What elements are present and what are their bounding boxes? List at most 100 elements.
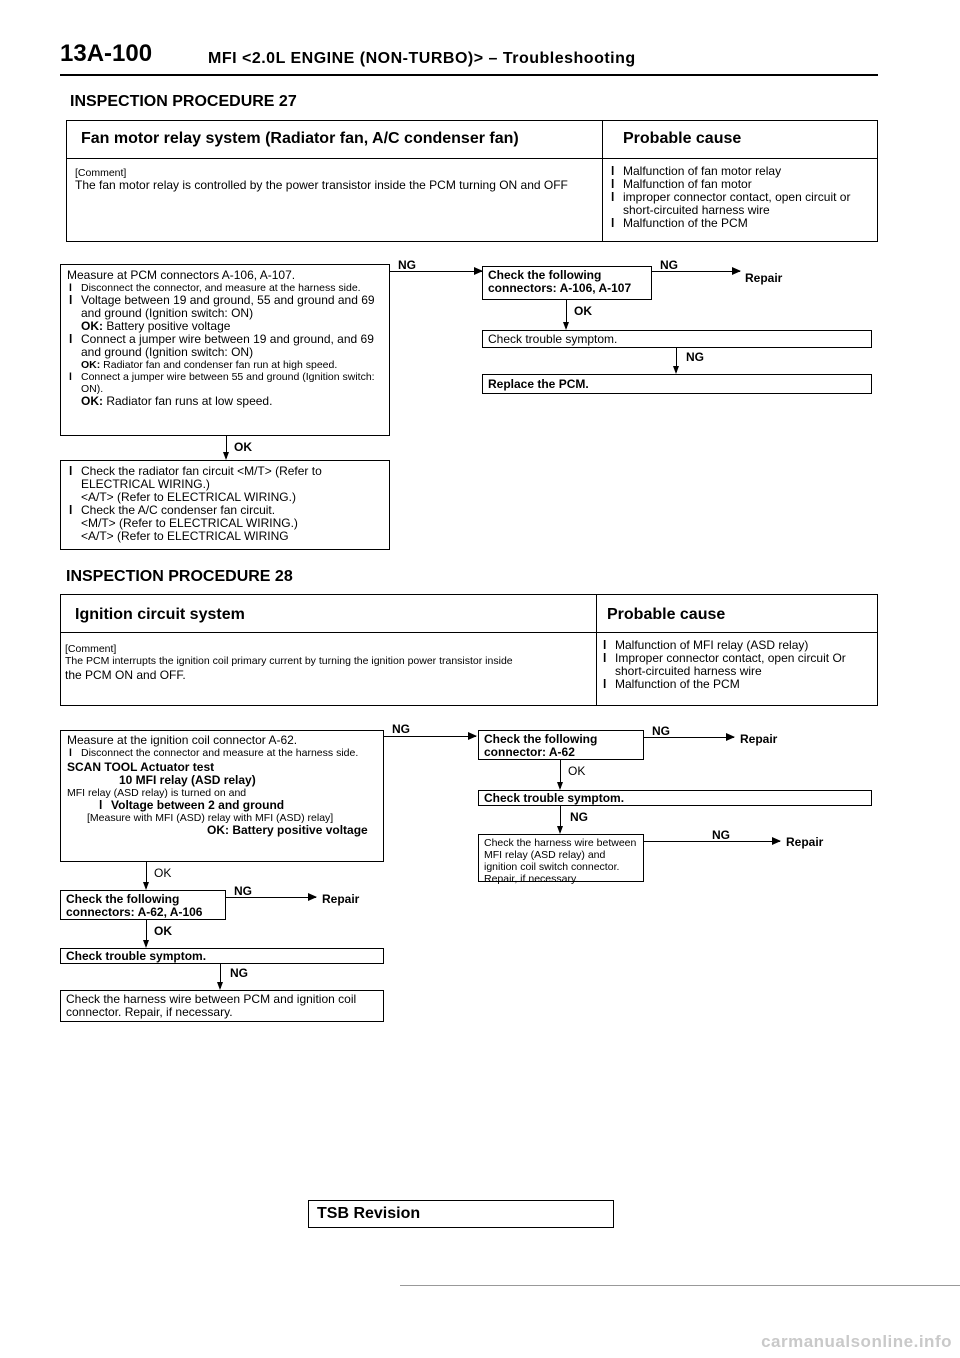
tsb-revision-box: TSB Revision bbox=[308, 1200, 614, 1228]
proc28-check-harness-pcm: Check the harness wire between PCM and i… bbox=[66, 992, 357, 1019]
proc27-comment-label: [Comment] bbox=[75, 167, 127, 179]
ok-label: OK bbox=[574, 304, 592, 318]
proc27-system-title: Fan motor relay system (Radiator fan, A/… bbox=[81, 130, 519, 147]
proc28-info-box: Ignition circuit system Probable cause [… bbox=[60, 594, 878, 706]
ok-label: OK: bbox=[81, 359, 101, 371]
flow-arrow bbox=[673, 348, 679, 374]
proc28-check-connector-box: Check the following connector: A-62 bbox=[478, 730, 644, 760]
flow-arrow bbox=[563, 300, 569, 330]
list-item: Connect a jumper wire between 19 and gro… bbox=[67, 333, 383, 359]
proc27-heading: INSPECTION PROCEDURE 27 bbox=[70, 93, 297, 110]
list-item: Malfunction of fan motor bbox=[609, 178, 875, 192]
list-item: Check the A/C condenser fan circuit. bbox=[67, 504, 383, 518]
list-item: Disconnect the connector and measure at … bbox=[67, 747, 377, 759]
ng-label: NG bbox=[398, 258, 416, 272]
list-item: <A/T> (Refer to ELECTRICAL WIRING.) bbox=[81, 490, 296, 504]
ok-value: Radiator fan and condenser fan run at hi… bbox=[103, 359, 338, 371]
ok-label: OK: bbox=[81, 394, 103, 408]
proc28-check-connectors: Check the following connectors: A-62, A-… bbox=[66, 892, 203, 919]
list-item: <M/T> (Refer to ELECTRICAL WIRING.) bbox=[81, 516, 298, 530]
list-item: Improper connector contact, open circuit… bbox=[601, 652, 873, 678]
flow-arrow bbox=[644, 837, 781, 845]
page-number: 13A-100 bbox=[60, 40, 153, 67]
ng-label: NG bbox=[652, 724, 670, 738]
ng-label: NG bbox=[230, 966, 248, 980]
proc28-comment-text: The PCM interrupts the ignition coil pri… bbox=[65, 655, 513, 667]
flow-arrow bbox=[143, 920, 149, 948]
ok-value: Radiator fan runs at low speed. bbox=[106, 394, 273, 408]
proc28-check-harness-relay-box: Check the harness wire between MFI relay… bbox=[478, 834, 644, 885]
proc27-cause-list: Malfunction of fan motor relay Malfuncti… bbox=[609, 165, 875, 231]
proc28-heading: INSPECTION PROCEDURE 28 bbox=[66, 568, 293, 585]
ok-label: OK: bbox=[207, 823, 229, 837]
proc27-check-connectors: Check the following connectors: A-106, A… bbox=[488, 268, 632, 295]
proc28-check-trouble-box-2: Check trouble symptom. bbox=[60, 948, 384, 964]
proc27-check-connectors-box: Check the following connectors: A-106, A… bbox=[482, 266, 652, 300]
proc28-measure-with: [Measure with MFI (ASD) relay with MFI (… bbox=[87, 812, 334, 824]
proc27-fan-circuit-box: Check the radiator fan circuit <M/T> (Re… bbox=[60, 460, 390, 550]
list-item: Voltage between 19 and ground, 55 and gr… bbox=[67, 294, 383, 320]
proc28-system-title: Ignition circuit system bbox=[75, 606, 245, 623]
flow-arrow bbox=[143, 862, 149, 890]
header-rule bbox=[60, 74, 878, 76]
ok-label: OK bbox=[234, 440, 252, 454]
watermark: carmanualsonline.info bbox=[761, 1332, 952, 1351]
list-item: Connect a jumper wire between 55 and gro… bbox=[67, 371, 383, 395]
proc28-comment-label: [Comment] bbox=[65, 643, 117, 655]
proc28-comment-text-2: the PCM ON and OFF. bbox=[65, 668, 186, 682]
flow-arrow bbox=[652, 267, 741, 275]
page-title: MFI <2.0L ENGINE (NON-TURBO)> – Troubles… bbox=[208, 50, 636, 67]
flow-arrow bbox=[557, 760, 563, 790]
flow-arrow bbox=[384, 732, 477, 740]
proc27-measure-title: Measure at PCM connectors A-106, A-107. bbox=[67, 268, 296, 282]
proc27-check-trouble: Check trouble symptom. bbox=[488, 332, 618, 346]
ng-label: NG bbox=[686, 350, 704, 364]
proc28-check-connectors-box: Check the following connectors: A-62, A-… bbox=[60, 890, 226, 920]
list-item: Disconnect the connector, and measure at… bbox=[67, 282, 383, 294]
proc28-scan-line: MFI relay (ASD relay) is turned on and bbox=[67, 787, 247, 799]
ok-value: Battery positive voltage bbox=[232, 823, 368, 837]
ok-label: OK bbox=[568, 764, 586, 778]
ok-value: Battery positive voltage bbox=[106, 319, 231, 333]
flow-arrow bbox=[226, 893, 317, 901]
proc28-check-harness-relay: Check the harness wire between MFI relay… bbox=[484, 837, 637, 885]
proc27-replace-pcm-box: Replace the PCM. bbox=[482, 374, 872, 394]
flow-arrow bbox=[644, 733, 735, 741]
proc28-probable-cause-title: Probable cause bbox=[607, 606, 726, 623]
proc28-repair-3: Repair bbox=[322, 892, 360, 906]
proc28-check-trouble-box-1: Check trouble symptom. bbox=[478, 790, 872, 806]
proc28-check-trouble-1: Check trouble symptom. bbox=[484, 791, 625, 805]
proc28-measure-title: Measure at the ignition coil connector A… bbox=[67, 733, 298, 747]
list-item: Malfunction of fan motor relay bbox=[609, 165, 875, 179]
ng-label: NG bbox=[660, 258, 678, 272]
proc27-info-box: Fan motor relay system (Radiator fan, A/… bbox=[66, 120, 878, 242]
proc27-replace-pcm: Replace the PCM. bbox=[488, 377, 589, 391]
list-item: Malfunction of the PCM bbox=[609, 217, 875, 231]
flow-arrow bbox=[557, 806, 563, 834]
flow-arrow bbox=[217, 964, 223, 990]
list-item: Malfunction of the PCM bbox=[601, 678, 873, 692]
proc27-comment-text: The fan motor relay is controlled by the… bbox=[75, 178, 568, 192]
proc28-repair-1: Repair bbox=[740, 732, 778, 746]
proc28-repair-2: Repair bbox=[786, 835, 824, 849]
proc27-repair: Repair bbox=[745, 271, 783, 285]
list-item: Malfunction of MFI relay (ASD relay) bbox=[601, 639, 873, 653]
ok-label: OK bbox=[154, 866, 172, 880]
ok-label: OK: bbox=[81, 319, 103, 333]
flow-arrow bbox=[390, 267, 483, 275]
ng-label: NG bbox=[570, 810, 588, 824]
proc28-check-harness-pcm-box: Check the harness wire between PCM and i… bbox=[60, 990, 384, 1022]
ok-label: OK bbox=[154, 924, 172, 938]
list-item: <A/T> (Refer to ELECTRICAL WIRING bbox=[81, 529, 289, 543]
list-item: Voltage between 2 and ground bbox=[97, 799, 377, 813]
list-item: Check the radiator fan circuit <M/T> (Re… bbox=[67, 465, 383, 491]
footer-rule bbox=[400, 1285, 960, 1286]
ng-label: NG bbox=[392, 722, 410, 736]
ng-label: NG bbox=[234, 884, 252, 898]
proc28-scan-item: 10 MFI relay (ASD relay) bbox=[119, 773, 256, 787]
tsb-revision: TSB Revision bbox=[317, 1205, 421, 1222]
proc28-measure-box: Measure at the ignition coil connector A… bbox=[60, 730, 384, 862]
proc28-check-trouble-2: Check trouble symptom. bbox=[66, 949, 207, 963]
proc27-probable-cause-title: Probable cause bbox=[623, 130, 742, 147]
list-item: improper connector contact, open circuit… bbox=[609, 191, 875, 217]
